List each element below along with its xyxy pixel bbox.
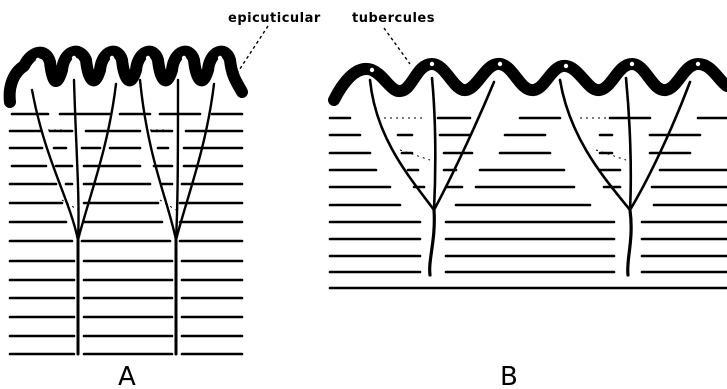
panel-b-pore-canals	[370, 78, 690, 275]
panel-a-epicuticle	[10, 52, 242, 102]
panel-b-label: B	[500, 362, 518, 389]
tubercules-leader-line	[384, 28, 410, 64]
epicuticular-label: epicuticular	[228, 11, 321, 26]
callouts: epicuticular tubercules	[228, 11, 435, 78]
panel-a-pore-canals	[32, 80, 214, 354]
panel-b-epicuticle	[334, 64, 727, 100]
tubercules-label: tubercules	[352, 11, 435, 26]
panel-a-lamellae	[10, 114, 242, 354]
panel-a-label: A	[118, 362, 136, 389]
panel-b: B	[330, 62, 727, 389]
panel-a: A	[10, 52, 242, 389]
epicuticular-leader-line	[234, 26, 268, 78]
